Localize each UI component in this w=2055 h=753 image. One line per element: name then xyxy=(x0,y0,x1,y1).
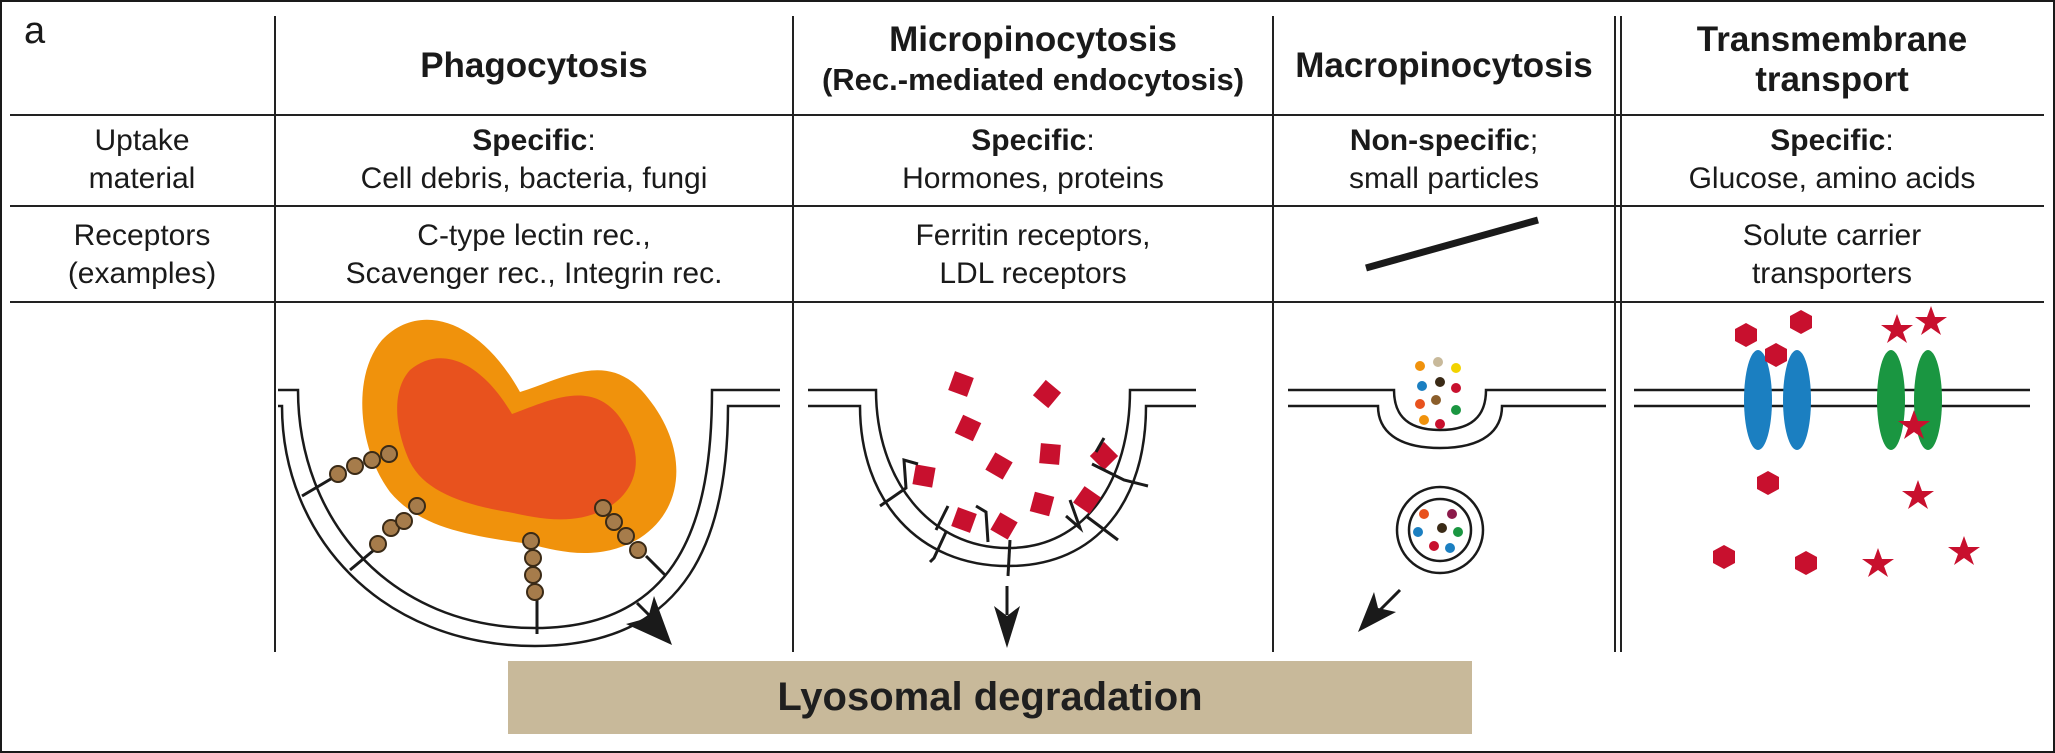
uptake-separator: : xyxy=(1086,124,1095,157)
uptake-specificity: Non-specific xyxy=(1349,124,1530,157)
membrane-inner xyxy=(278,404,780,648)
vesicle xyxy=(1395,485,1485,575)
receptors-line: Ferritin receptors, xyxy=(915,219,1151,252)
uptake-materials: Glucose, amino acids xyxy=(1688,162,1976,195)
col-divider-4a xyxy=(1614,16,1616,652)
receptors xyxy=(879,437,1149,577)
receptors-line: transporters xyxy=(1751,257,1913,290)
header-transmembrane-transport: Transmembrane transport xyxy=(1622,20,2042,100)
col-divider-3 xyxy=(1272,16,1274,652)
header-title: Macropinocytosis xyxy=(1295,46,1593,85)
uptake-materials: small particles xyxy=(1348,162,1540,195)
uptake-cell-phagocytosis: Specific: Cell debris, bacteria, fungi xyxy=(276,122,792,198)
micropinocytosis-illustration xyxy=(808,371,1196,648)
row-divider-3 xyxy=(10,301,2044,303)
row-label-line: Uptake xyxy=(94,124,190,157)
receptors-line: LDL receptors xyxy=(939,257,1127,290)
uptake-separator: ; xyxy=(1529,124,1539,157)
uptake-specificity: Specific xyxy=(472,124,588,157)
row-label-uptake: Uptake material xyxy=(10,122,274,198)
arrow-down-right-icon xyxy=(626,596,672,645)
row-divider-2 xyxy=(10,205,2044,207)
macropinocytosis-illustration xyxy=(1288,357,1606,632)
amino-acid-stars xyxy=(1862,306,1980,577)
transporter-green-right xyxy=(1914,350,1942,450)
receptors-line: Scavenger rec., Integrin rec. xyxy=(345,257,723,290)
uptake-cell-transmembrane: Specific: Glucose, amino acids xyxy=(1622,122,2042,198)
header-title: Transmembrane xyxy=(1696,20,1968,59)
uptake-materials: Hormones, proteins xyxy=(902,162,1164,195)
col-divider-4b xyxy=(1620,16,1622,652)
particle-inner xyxy=(397,358,636,520)
header-subtitle: transport xyxy=(1755,60,1909,99)
col-divider-2 xyxy=(792,16,794,652)
phagocytosis-illustration xyxy=(278,319,780,648)
header-title: Micropinocytosis xyxy=(889,20,1177,59)
arrow-down-icon xyxy=(994,586,1020,648)
header-subtitle: (Rec.-mediated endocytosis) xyxy=(821,62,1245,97)
panel-letter: a xyxy=(24,10,46,52)
row-label-line: material xyxy=(88,162,196,195)
header-title: Phagocytosis xyxy=(420,46,648,85)
receptor-chain-4 xyxy=(594,499,668,578)
receptors-cell-transmembrane: Solute carrier transporters xyxy=(1622,217,2042,293)
uptake-separator: : xyxy=(1885,124,1894,157)
arrow-down-left-icon xyxy=(1358,588,1402,632)
receptor-chain-1 xyxy=(301,445,398,498)
row-label-receptors: Receptors (examples) xyxy=(10,217,274,293)
header-micropinocytosis: Micropinocytosis (Rec.-mediated endocyto… xyxy=(794,20,1272,100)
receptors-cell-micropinocytosis: Ferritin receptors, LDL receptors xyxy=(794,217,1272,293)
receptors-line: Solute carrier xyxy=(1742,219,1922,252)
uptake-cell-macropinocytosis: Non-specific; small particles xyxy=(1274,122,1614,198)
banner-label: Lyosomal degradation xyxy=(777,675,1203,719)
no-receptor-bar xyxy=(1365,216,1539,272)
transporter-blue-right xyxy=(1783,350,1811,450)
uptake-specificity: Specific xyxy=(971,124,1087,157)
receptors-line: C-type lectin rec., xyxy=(417,219,651,252)
row-divider-1 xyxy=(10,114,2044,116)
membrane-inner xyxy=(1288,404,1606,450)
receptors-cell-phagocytosis: C-type lectin rec., Scavenger rec., Inte… xyxy=(276,217,792,293)
membrane-inner xyxy=(808,404,1196,568)
membrane-outer xyxy=(808,388,1196,550)
header-macropinocytosis: Macropinocytosis xyxy=(1274,46,1614,86)
transmembrane-illustration xyxy=(1634,306,2030,577)
uptake-cell-micropinocytosis: Specific: Hormones, proteins xyxy=(794,122,1272,198)
col-divider-1 xyxy=(274,16,276,652)
receptor-chain-3 xyxy=(522,532,544,634)
uptake-materials: Cell debris, bacteria, fungi xyxy=(360,162,708,195)
transporter-green-left xyxy=(1877,350,1905,450)
uptake-specificity: Specific xyxy=(1770,124,1886,157)
row-label-line: Receptors xyxy=(73,219,211,252)
transporter-blue-left xyxy=(1744,350,1772,450)
particle-dots xyxy=(1415,357,1461,429)
receptor-chain-2 xyxy=(349,497,426,572)
ligand-squares xyxy=(912,371,1119,540)
glucose-hexagons xyxy=(1713,310,1817,575)
lysosomal-degradation-banner: Lyosomal degradation xyxy=(508,661,1472,734)
uptake-separator: : xyxy=(587,124,596,157)
membrane-outer xyxy=(1288,388,1606,432)
membrane-outer xyxy=(278,388,780,630)
row-label-line: (examples) xyxy=(67,257,217,290)
header-phagocytosis: Phagocytosis xyxy=(276,46,792,86)
